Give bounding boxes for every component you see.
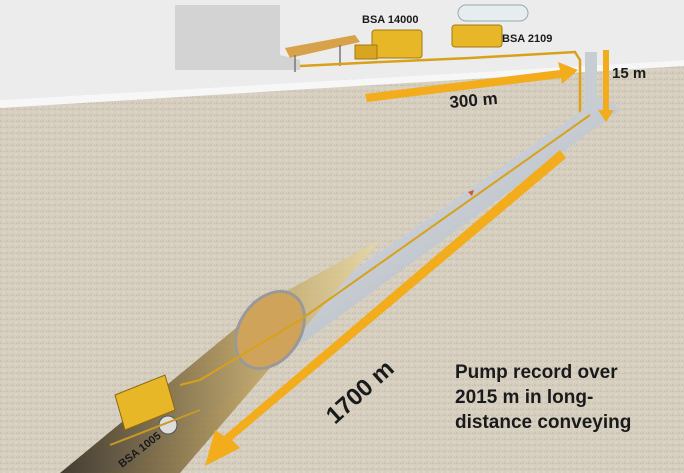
caption-line-2: 2015 m in long- (455, 387, 593, 408)
tunnel-pipeline (179, 114, 591, 386)
label-15m: 15 m (612, 65, 646, 82)
arrow-300m (365, 62, 578, 102)
label-bsa-2109: BSA 2109 (502, 33, 552, 45)
surface-edge (0, 60, 684, 108)
caption-line-3: distance conveying (455, 412, 631, 433)
flow-direction-marker (468, 190, 474, 196)
surface-plane (0, 0, 684, 100)
pump-bsa-14000 (354, 29, 423, 60)
conveyor (285, 35, 360, 72)
surface-pipeline (299, 50, 582, 118)
label-bsa-14000: BSA 14000 (362, 14, 418, 26)
arrow-1700m (205, 150, 566, 466)
arrow-15m (598, 50, 614, 122)
pump-bsa-1005 (109, 374, 201, 446)
label-300m: 300 m (449, 89, 499, 112)
caption: Pump record over 2015 m in long- distanc… (455, 362, 631, 433)
building (175, 5, 300, 70)
pump-bsa-2109 (451, 4, 529, 48)
caption-line-1: Pump record over (455, 362, 618, 383)
